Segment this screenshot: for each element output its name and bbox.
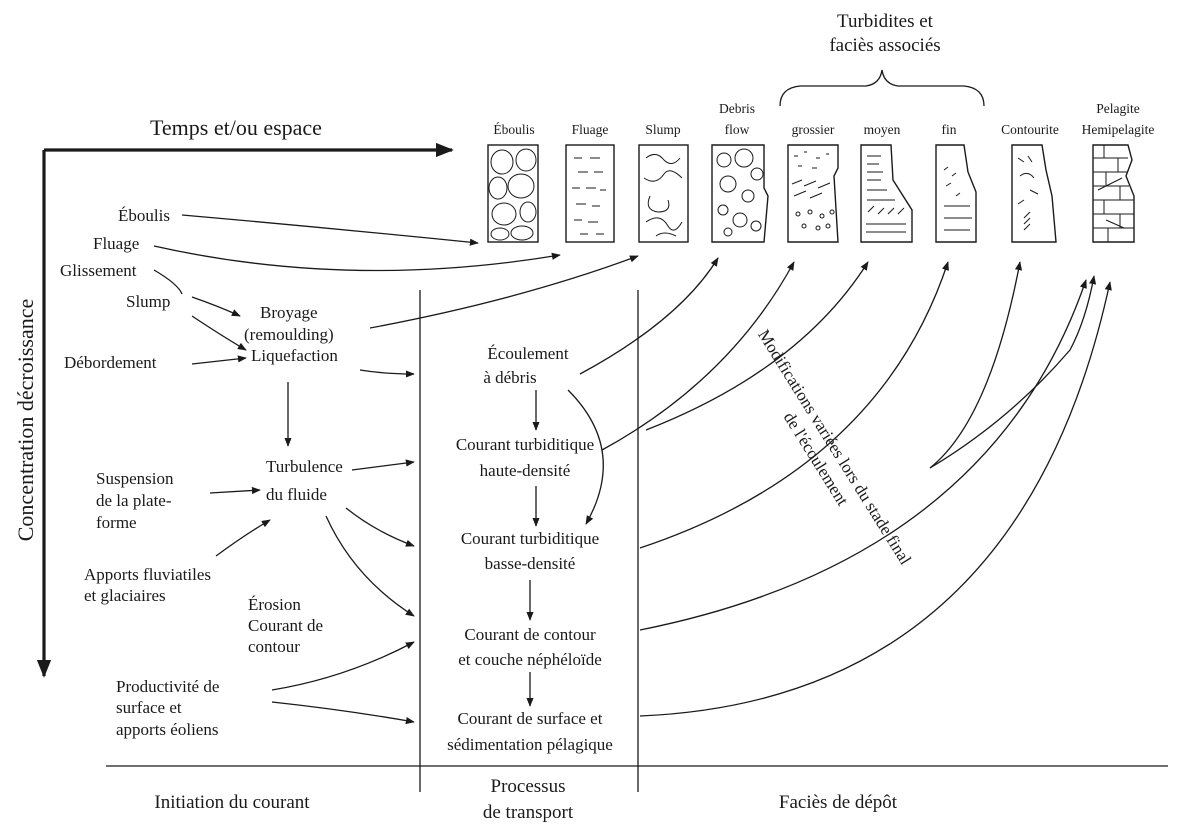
facies-label-fin: fin [942,122,957,137]
arrow-turbulence-to-contour [325,515,415,617]
facies-column-debris-flow [711,144,769,243]
tr-ecoulement-2: à débris [483,368,536,387]
arrow-turbulence-to-basse [345,507,415,547]
init-erosion-2: Courant de [248,616,323,635]
footer-facies: Faciès de dépôt [779,792,898,813]
init-suspension-2: de la plate- [96,491,172,510]
arrow-haute-to-moyen [645,261,869,431]
turbidites-header: Turbidites et faciès associés [829,11,940,56]
facies-column-moyen [860,144,913,243]
arrow-glissement-down [153,269,183,295]
arrow-slump-to-broyage [191,296,241,317]
modifications-label: Modifications variées lors du stade fina… [754,326,915,568]
tr-contour-1: Courant de contour [464,625,596,644]
init-remoulding: (remoulding) [244,325,334,344]
facies-label-grossier: grossier [792,122,835,137]
tr-surface-2: sédimentation pélagique [447,735,613,754]
arrow-broyage-to-slump [369,255,639,329]
concentration-axis-label: Concentration décroissance [13,299,38,542]
facies-column-pelagite [1092,144,1135,243]
init-erosion-1: Érosion [248,595,301,614]
transport-labels: Écoulement à débris Courant turbiditique… [447,344,613,754]
facies-column-fin [935,144,977,243]
init-slump: Slump [126,292,170,311]
facies-column-labels: Éboulis Fluage Slump Debris flow grossie… [493,101,1154,137]
tr-contour-2: et couche néphéloïde [458,650,602,669]
facies-column-contourite [1011,144,1057,243]
init-productivite-3: apports éoliens [116,720,218,739]
tr-haute-1: Courant turbiditique [456,435,594,454]
arrow-modif-to-contourite-2 [929,275,1097,469]
arrow-modif-to-contourite [929,261,1023,469]
flow-arrows [153,214,1112,725]
init-productivite-1: Productivité de [116,677,219,696]
footer-processus-2: de transport [483,802,574,823]
tr-basse-1: Courant turbiditique [461,529,599,548]
init-liquefaction: Liquefaction [251,346,338,365]
facies-label-debris: Debris [719,101,755,116]
facies-label-eboulis: Éboulis [493,122,534,137]
facies-label-contourite: Contourite [1001,122,1059,137]
arrow-debordement-to-liquefaction [191,355,247,365]
arrow-contour-to-contourite [639,279,1087,631]
init-productivite-2: surface et [116,698,182,717]
init-eboulis: Éboulis [118,206,170,225]
facies-column-slump [638,144,689,243]
tr-haute-2: haute-densité [480,461,571,480]
arrow-haute-to-grossier [601,261,795,451]
arrow-turbulence-to-haute [351,459,415,471]
facies-label-flow: flow [725,122,750,137]
arrow-ecoulement-to-debris [579,257,719,375]
facies-column-eboulis [487,144,539,243]
arrow-ecoulement-to-basse [567,389,604,525]
init-glissement: Glissement [60,261,137,280]
arrow-fluage-to-fluage [153,245,561,272]
arrow-liquefaction-to-transport [359,369,415,378]
facies-label-pelagite: Pelagite [1096,101,1140,116]
tr-ecoulement-1: Écoulement [487,344,568,363]
init-debordement: Débordement [64,353,157,372]
arrow-productivite-to-contour [271,641,415,691]
tr-surface-1: Courant de surface et [458,709,603,728]
arrow-apports-to-turbulence [215,519,271,557]
init-erosion-3: contour [248,637,300,656]
arrow-surface-to-pelagite [639,281,1112,717]
init-turbulence-2: du fluide [266,485,327,504]
turbidites-brace [779,69,985,107]
arrow-eboulis-to-eboulis [181,214,479,246]
arrow-productivite-to-surface [271,701,415,725]
footer-processus-1: Processus [491,776,566,797]
arrow-basse-to-fin [639,261,949,549]
tr-basse-2: basse-densité [485,554,576,573]
arrow-suspension-to-turbulence [209,486,261,495]
init-turbulence-1: Turbulence [266,457,343,476]
init-apports-1: Apports fluviatiles [84,565,211,584]
facies-label-hemipelagite: Hemipelagite [1082,122,1155,137]
init-suspension-3: forme [96,513,137,532]
facies-label-fluage: Fluage [572,122,609,137]
init-broyage: Broyage [260,303,318,322]
footer-initiation: Initiation du courant [154,792,310,813]
footer-labels: Initiation du courant Processus de trans… [154,776,897,823]
arrow-slump-to-liquefaction [191,315,247,351]
init-suspension-1: Suspension [96,469,174,488]
svg-text:Turbidites et: Turbidites et [837,11,934,32]
initiation-labels: Éboulis Fluage Glissement Slump Débordem… [60,206,343,739]
init-fluage: Fluage [93,234,139,253]
facies-label-moyen: moyen [864,122,901,137]
svg-text:Modifications variées lors du: Modifications variées lors du stade fina… [754,326,915,568]
facies-label-slump: Slump [645,122,681,137]
facies-column-fluage [565,144,615,243]
time-axis-label: Temps et/ou espace [150,115,322,140]
facies-column-grossier [787,144,839,243]
init-apports-2: et glaciaires [84,586,166,605]
svg-text:faciès associés: faciès associés [829,35,940,56]
